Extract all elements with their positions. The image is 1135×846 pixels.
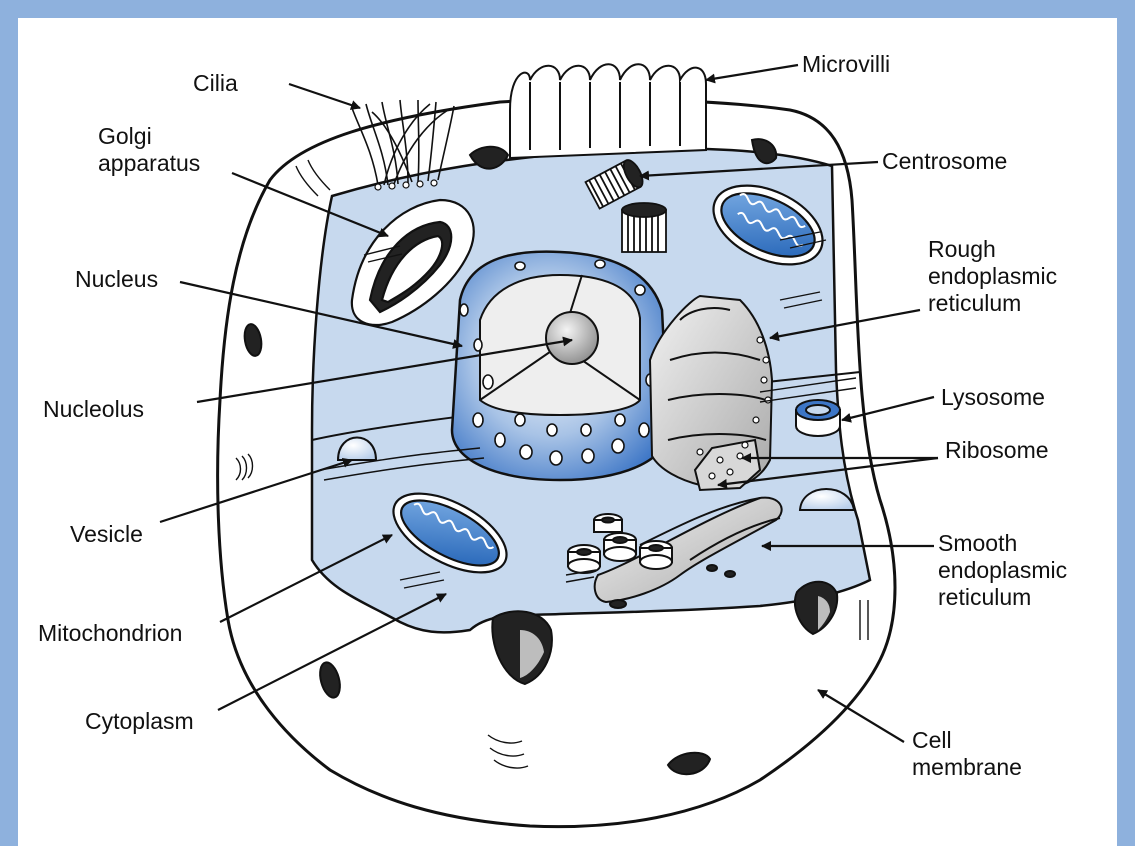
label-lysosome: Lysosome bbox=[941, 384, 1045, 411]
label-centrosome: Centrosome bbox=[882, 148, 1007, 175]
leader-cilia bbox=[289, 84, 360, 108]
label-rough-er: Rough endoplasmic reticulum bbox=[928, 236, 1057, 317]
nucleus-body bbox=[452, 252, 668, 480]
label-cell-membrane-line-2: membrane bbox=[912, 754, 1022, 781]
label-nucleus-text: Nucleus bbox=[75, 266, 158, 293]
label-cytoplasm-text: Cytoplasm bbox=[85, 708, 194, 735]
label-centrosome-text: Centrosome bbox=[882, 148, 1007, 175]
label-lysosome-text: Lysosome bbox=[941, 384, 1045, 411]
lysosome-body bbox=[796, 400, 840, 436]
nucleolus-body bbox=[546, 312, 598, 364]
label-microvilli-text: Microvilli bbox=[802, 51, 890, 78]
label-smooth-er: Smooth endoplasmic reticulum bbox=[938, 530, 1067, 611]
leader-microvilli bbox=[706, 65, 798, 80]
label-cilia-text: Cilia bbox=[193, 70, 238, 97]
label-cell-membrane: Cell membrane bbox=[912, 727, 1022, 781]
label-mitochondrion-text: Mitochondrion bbox=[38, 620, 182, 647]
rough-endoplasmic-reticulum bbox=[650, 296, 772, 490]
label-nucleolus: Nucleolus bbox=[43, 396, 144, 423]
label-golgi-line-2: apparatus bbox=[98, 150, 200, 177]
label-smooth-er-line-2: endoplasmic bbox=[938, 557, 1067, 584]
label-rough-er-line-3: reticulum bbox=[928, 290, 1057, 317]
label-ribosome-text: Ribosome bbox=[945, 437, 1049, 464]
label-smooth-er-line-3: reticulum bbox=[938, 584, 1067, 611]
label-nucleolus-text: Nucleolus bbox=[43, 396, 144, 423]
label-rough-er-line-1: Rough bbox=[928, 236, 1057, 263]
label-smooth-er-line-1: Smooth bbox=[938, 530, 1067, 557]
label-golgi-line-1: Golgi bbox=[98, 123, 200, 150]
label-rough-er-line-2: endoplasmic bbox=[928, 263, 1057, 290]
label-vesicle: Vesicle bbox=[70, 521, 143, 548]
label-cell-membrane-line-1: Cell bbox=[912, 727, 1022, 754]
label-mitochondrion: Mitochondrion bbox=[38, 620, 182, 647]
label-vesicle-text: Vesicle bbox=[70, 521, 143, 548]
microvilli-structure bbox=[510, 64, 706, 158]
label-cytoplasm: Cytoplasm bbox=[85, 708, 194, 735]
label-cilia: Cilia bbox=[193, 70, 238, 97]
label-ribosome: Ribosome bbox=[945, 437, 1049, 464]
label-microvilli: Microvilli bbox=[802, 51, 890, 78]
label-nucleus: Nucleus bbox=[75, 266, 158, 293]
label-golgi-apparatus: Golgi apparatus bbox=[98, 123, 200, 177]
